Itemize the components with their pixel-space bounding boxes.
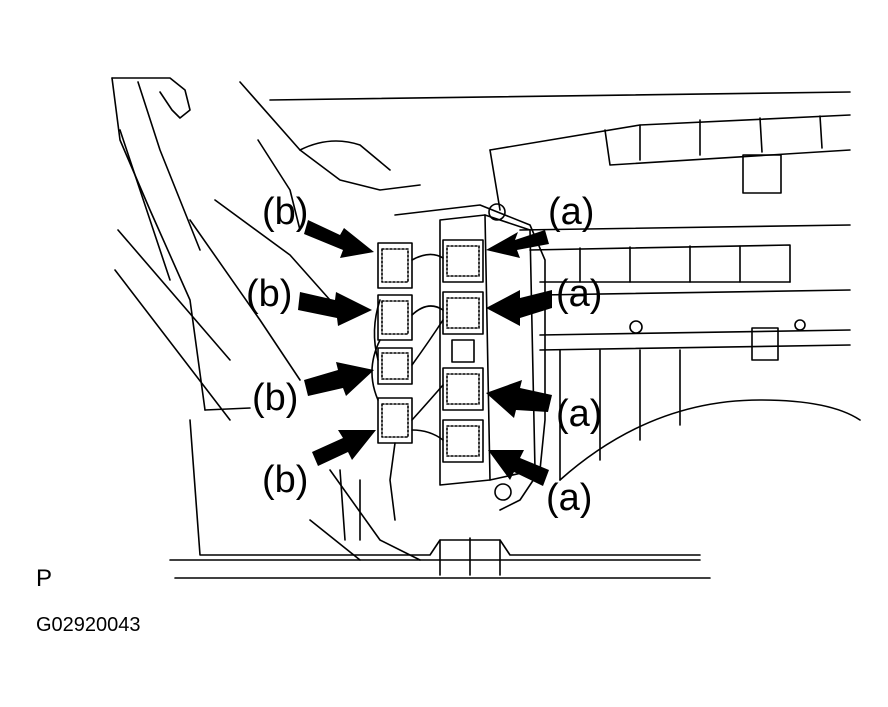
lower-console [169,407,711,579]
wire-harness [309,253,444,561]
arrow-b-1 [304,220,374,258]
label-a-2: (a) [556,273,602,315]
arrow-a-3 [486,380,552,418]
arrows-b [298,220,376,466]
callout-labels: (a) (a) (a) (a) (b) (b) (b) (b) P G02920… [36,191,602,636]
arrow-a-4 [488,450,549,486]
arrow-b-2 [298,292,372,326]
label-b-3: (b) [252,377,298,419]
label-a-3: (a) [556,393,602,435]
label-a-4: (a) [546,477,592,519]
label-b-1: (b) [262,191,308,233]
arrow-a-2 [486,290,552,326]
label-b-4: (b) [262,459,308,501]
connectors-b [377,242,413,444]
connectors-a [442,239,484,463]
label-b-2: (b) [246,273,292,315]
arrow-b-4 [312,430,376,466]
arrow-a-1 [486,230,549,258]
figure-code: G02920043 [36,614,141,636]
view-letter: P [36,565,52,592]
arrows-a [486,230,552,486]
dashboard-outline [111,77,851,421]
vent-grille [489,114,861,481]
label-a-1: (a) [548,191,594,233]
arrow-b-3 [304,362,374,396]
